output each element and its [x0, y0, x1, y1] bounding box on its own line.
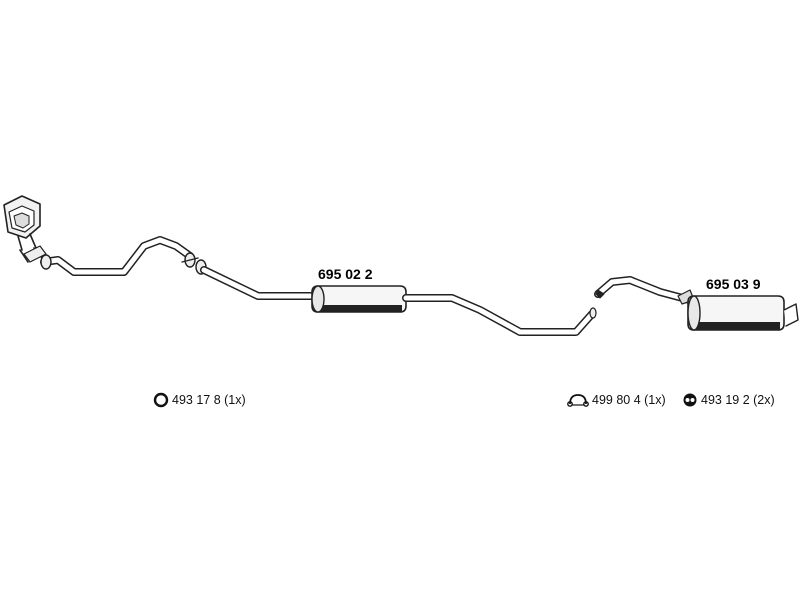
accessory-label: 493 19 2 (2x): [701, 393, 775, 407]
catalytic-converter: [3, 195, 47, 263]
accessory-label: 499 80 4 (1x): [592, 393, 666, 407]
intermediate-pipe: [195, 259, 316, 300]
accessory-label: 493 17 8 (1x): [172, 393, 246, 407]
accessory-item-rubber-mount[interactable]: 493 19 2 (2x): [682, 392, 775, 408]
gasket-ring-icon: [153, 392, 169, 408]
rear-silencer: [687, 295, 799, 331]
clamp-icon: [567, 394, 589, 407]
tail-pipe: [594, 276, 695, 305]
rubber-mount-icon: [683, 393, 697, 407]
middle-pipe: [402, 294, 597, 336]
front-pipe: [40, 236, 199, 276]
front-silencer-part-number[interactable]: 695 02 2: [318, 266, 373, 282]
front-silencer: [311, 285, 407, 313]
rear-silencer-part-number[interactable]: 695 03 9: [706, 276, 761, 292]
accessory-item-gasket[interactable]: 493 17 8 (1x): [153, 392, 246, 408]
accessory-item-clamp[interactable]: 499 80 4 (1x): [567, 392, 666, 408]
